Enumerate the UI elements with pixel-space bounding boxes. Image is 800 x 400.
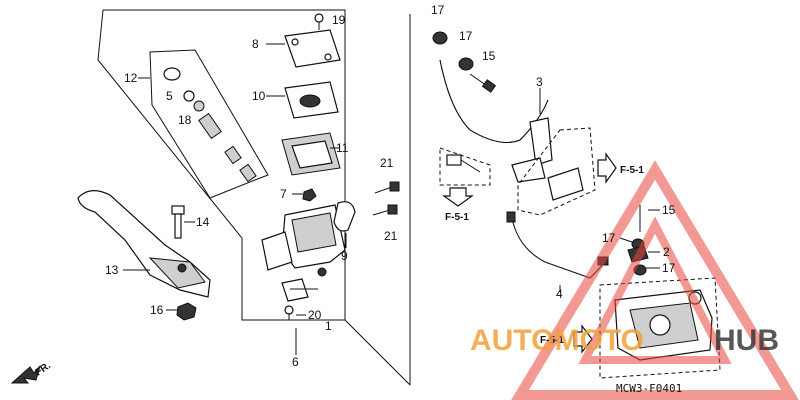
diaphragm (281, 132, 341, 176)
callout-8: 8 (252, 37, 259, 51)
callout-17d: 17 (662, 261, 676, 275)
bolt-15 (469, 73, 641, 232)
callout-17c: 17 (602, 231, 616, 245)
arrow-ref-upper (442, 187, 474, 207)
master-cylinder-body (261, 204, 346, 277)
callout-16: 16 (150, 303, 164, 317)
front-arrow (10, 365, 41, 384)
callout-5: 5 (166, 89, 173, 103)
callout-18: 18 (178, 113, 192, 127)
brake-lever (77, 190, 211, 298)
watermark-triangle (511, 160, 799, 400)
caliper-box (599, 277, 721, 379)
callout-15b: 15 (662, 203, 676, 217)
ref-box-upper (439, 147, 491, 186)
callout-15a: 15 (482, 49, 496, 63)
arrow-ref-right (597, 152, 617, 184)
sub-kit-outline (149, 49, 269, 199)
callout-17b: 17 (459, 29, 473, 43)
left-assembly-outline (97, 9, 346, 321)
callout-19: 19 (332, 13, 346, 27)
cap-plate (284, 81, 339, 119)
ref-box-mid (517, 127, 596, 216)
callout-11: 11 (336, 141, 349, 155)
switch (281, 278, 309, 302)
reservoir-cap (284, 29, 341, 68)
callout-10: 10 (252, 89, 266, 103)
brake-hose-3 (439, 59, 553, 183)
ref-label-lower: F-5-1 (540, 335, 564, 346)
callout-14: 14 (196, 215, 210, 229)
leader-lines (123, 43, 660, 355)
bolts-21 (372, 181, 400, 216)
callout-7: 7 (280, 187, 287, 201)
callout-17a: 17 (431, 3, 445, 17)
callout-3: 3 (536, 75, 543, 89)
callout-21a: 21 (380, 156, 394, 170)
pivot-bolt-14 (171, 205, 185, 239)
screw-19 (314, 13, 324, 30)
bolt-upper (446, 154, 481, 173)
pivot-nut-16 (176, 302, 197, 321)
callout-21b: 21 (384, 229, 398, 243)
callout-12: 12 (124, 71, 138, 85)
callout-20: 20 (308, 308, 322, 322)
cut-line (344, 319, 411, 386)
watermark-text-b: HUB (714, 324, 779, 357)
callout-2: 2 (663, 245, 670, 259)
holder-9 (333, 201, 356, 232)
brake-caliper (614, 289, 713, 361)
callout-6: 6 (292, 355, 299, 369)
callout-13: 13 (105, 263, 119, 277)
callout-9: 9 (341, 249, 348, 263)
ref-label-right: F-5-1 (620, 165, 644, 176)
arrow-ref-lower (573, 324, 593, 354)
piston-kit (163, 67, 257, 183)
screw-20 (284, 305, 294, 320)
callout-4: 4 (556, 287, 563, 301)
callout-numbers: 1 2 3 4 5 6 7 8 9 10 11 12 13 14 15 15 1… (105, 3, 676, 369)
drawing-code: MCW3-F0401 (616, 382, 682, 395)
ref-label-upper: F-5-1 (445, 212, 469, 223)
pivot-nut-7 (302, 188, 317, 202)
watermark-text-a: AUTOMOTO (470, 324, 644, 357)
bracket (547, 167, 584, 201)
callout-1: 1 (325, 319, 332, 333)
